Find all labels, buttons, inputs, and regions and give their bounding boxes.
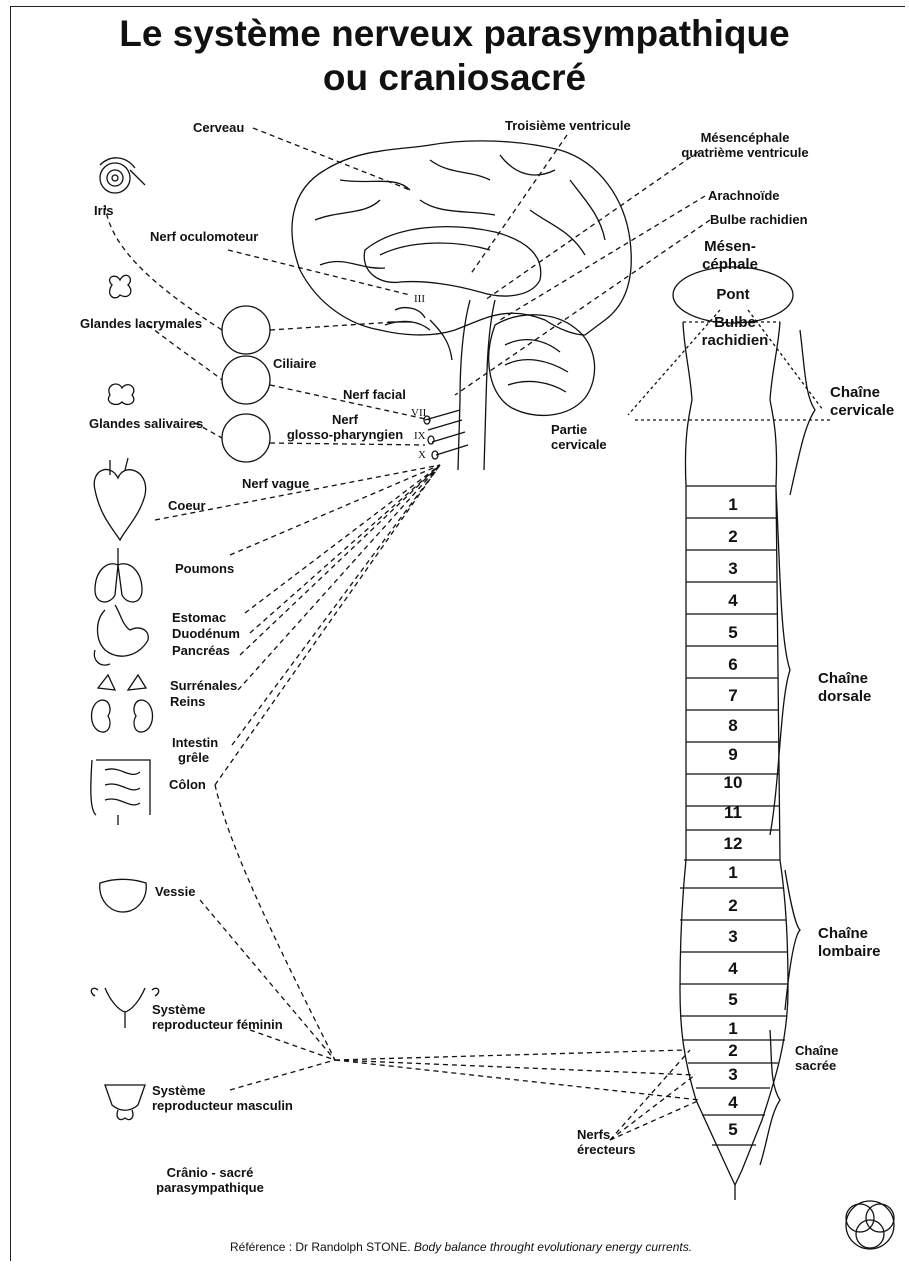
label-nerf-oculomoteur: Nerf oculomoteur	[150, 229, 258, 244]
label-iris: Iris	[94, 203, 114, 218]
logo-icon	[846, 1201, 894, 1249]
vertebra-dorsal-10: 10	[688, 773, 778, 793]
label-pont: Pont	[693, 286, 773, 304]
vertebra-sacral-2: 2	[688, 1041, 778, 1061]
vertebra-dorsal-1: 1	[688, 495, 778, 515]
vertebra-dorsal-12: 12	[688, 834, 778, 854]
cranial-nerve-VII: VII	[411, 407, 426, 419]
vertebra-lumbar-3: 3	[688, 927, 778, 947]
bladder-icon	[100, 879, 146, 912]
lacrimal-gland-icon	[110, 275, 131, 298]
vertebra-dorsal-9: 9	[688, 745, 778, 765]
kidneys-icon	[92, 700, 153, 732]
eye-icon	[100, 158, 145, 193]
vertebra-dorsal-8: 8	[688, 716, 778, 736]
stomach-icon	[94, 605, 148, 665]
vertebra-dorsal-7: 7	[688, 686, 778, 706]
label-duodenum: Duodénum	[172, 626, 240, 641]
reference-footer: Référence : Dr Randolph STONE. Body bala…	[230, 1240, 692, 1254]
label-glandes-lacrymales: Glandes lacrymales	[80, 316, 202, 331]
label-surrenales: Surrénales	[170, 678, 237, 693]
vertebra-dorsal-4: 4	[688, 591, 778, 611]
ganglion-pterygopalatine	[222, 356, 270, 404]
heart-icon	[94, 458, 145, 540]
vertebra-lumbar-1: 1	[688, 863, 778, 883]
ganglion-ciliary	[222, 306, 270, 354]
label-vessie: Vessie	[155, 884, 196, 899]
vertebra-lumbar-5: 5	[688, 990, 778, 1010]
vertebra-dorsal-11: 11	[688, 803, 778, 823]
cranial-nerve-IX: IX	[414, 430, 426, 442]
intestine-icon	[91, 760, 150, 825]
vertebra-lumbar-4: 4	[688, 959, 778, 979]
cranial-nerve-III: III	[414, 293, 425, 305]
vertebra-lumbar-2: 2	[688, 896, 778, 916]
vertebra-sacral-5: 5	[688, 1120, 778, 1140]
label-pancreas: Pancréas	[172, 643, 230, 658]
label-troisieme-ventricule: Troisième ventricule	[505, 118, 631, 133]
vertebra-dorsal-6: 6	[688, 655, 778, 675]
cranial-nerve-X: X	[418, 449, 426, 461]
vertebra-dorsal-3: 3	[688, 559, 778, 579]
ganglion-otic	[222, 414, 270, 462]
label-bulbe-rachidien: Bulbe rachidien	[710, 212, 808, 227]
lungs-icon	[95, 548, 142, 602]
reference-prefix: Référence : Dr Randolph STONE.	[230, 1240, 414, 1254]
vertebra-dorsal-2: 2	[688, 527, 778, 547]
label-cerveau: Cerveau	[193, 120, 244, 135]
label-glandes-salivaires: Glandes salivaires	[89, 416, 203, 431]
reference-book: Body balance throught evolutionary energ…	[414, 1240, 692, 1254]
label-estomac: Estomac	[172, 610, 226, 625]
label-coeur: Coeur	[168, 498, 206, 513]
adrenal-icon	[98, 675, 146, 690]
label-arachnoide: Arachnoïde	[708, 188, 780, 203]
male-reproductive-icon	[105, 1085, 145, 1120]
label-mesen-cephale: Mésen-céphale	[690, 238, 770, 274]
vertebra-dorsal-5: 5	[688, 623, 778, 643]
cranial-nerve-roots	[424, 410, 468, 459]
uterus-icon	[91, 988, 158, 1028]
label-nerf-vague: Nerf vague	[242, 476, 309, 491]
label-reins: Reins	[170, 694, 205, 709]
label-colon: Côlon	[169, 777, 206, 792]
salivary-gland-icon	[108, 384, 133, 404]
vertebra-sacral-4: 4	[688, 1093, 778, 1113]
vertebra-sacral-3: 3	[688, 1065, 778, 1085]
vertebra-sacral-1: 1	[688, 1019, 778, 1039]
label-poumons: Poumons	[175, 561, 234, 576]
label-ciliaire: Ciliaire	[273, 356, 316, 371]
label-nerf-facial: Nerf facial	[343, 387, 406, 402]
